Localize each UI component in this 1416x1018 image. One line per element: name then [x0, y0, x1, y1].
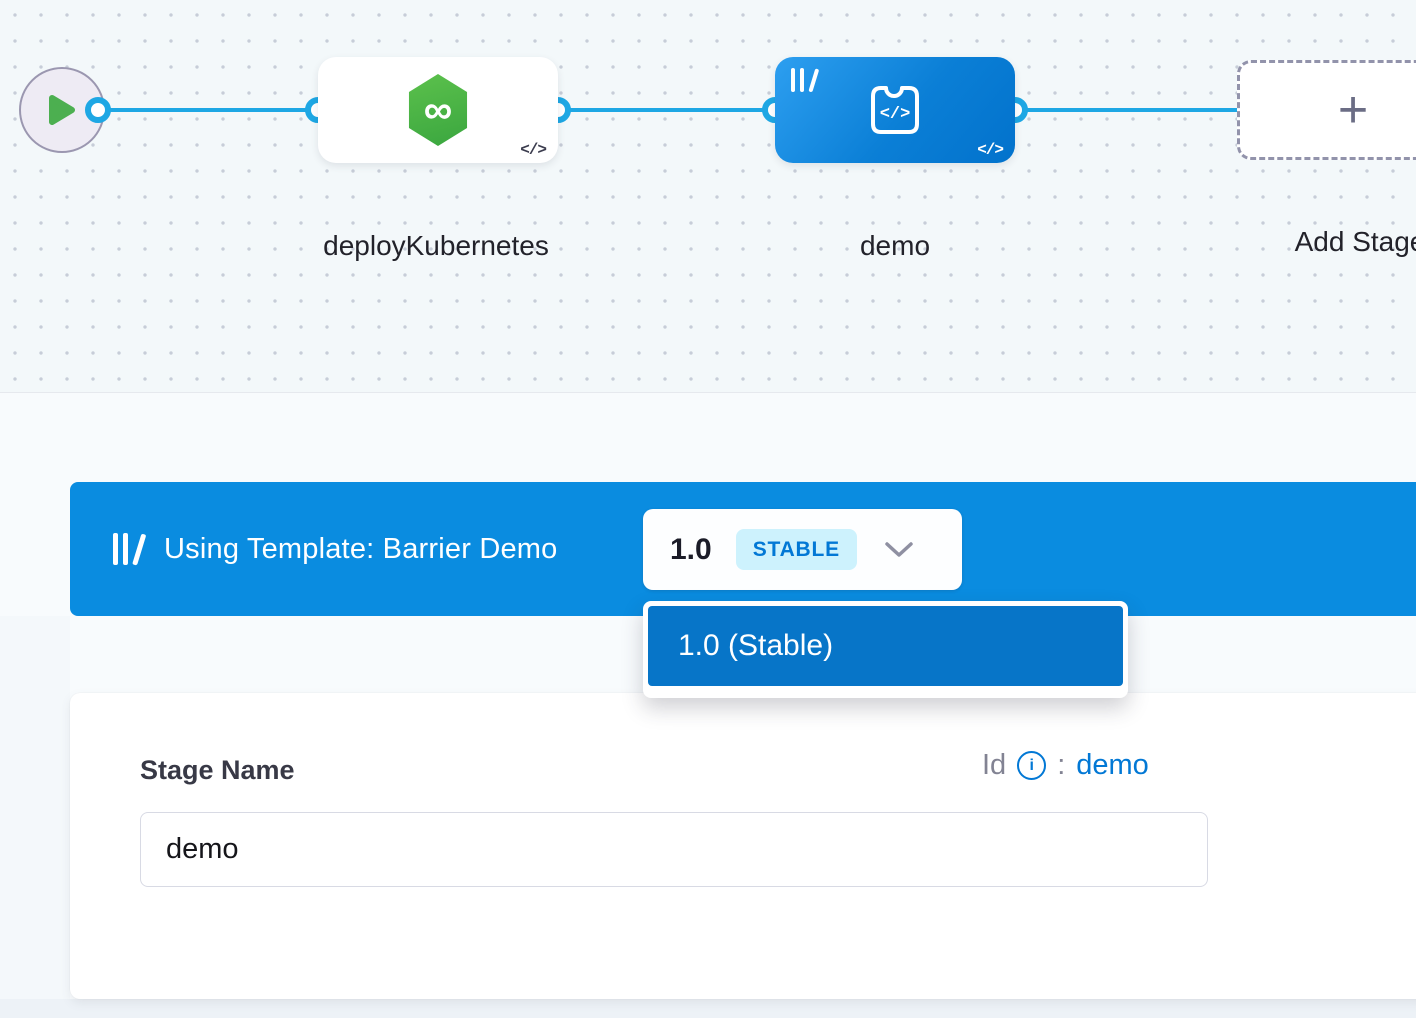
stage-id-value[interactable]: demo	[1076, 749, 1149, 781]
version-option-label: 1.0 (Stable)	[678, 629, 834, 662]
stage-name-input[interactable]	[140, 812, 1208, 887]
connector-line	[1015, 108, 1237, 112]
template-library-icon	[791, 68, 820, 93]
code-icon[interactable]: </>	[520, 141, 547, 159]
plus-icon: +	[1337, 81, 1369, 139]
id-label: Id	[982, 749, 1007, 781]
version-option-stable[interactable]: 1.0 (Stable)	[648, 606, 1123, 686]
stage-label-demo[interactable]: demo	[859, 230, 931, 261]
connector-line	[98, 108, 318, 112]
using-template-text: Using Template: Barrier Demo	[164, 532, 558, 565]
stable-badge: STABLE	[735, 529, 857, 570]
stage-name-label: Stage Name	[140, 755, 295, 785]
template-library-icon	[113, 533, 147, 566]
play-icon	[49, 95, 75, 125]
add-stage-button[interactable]: +	[1237, 60, 1416, 160]
connector-line	[558, 108, 775, 112]
chevron-down-icon	[883, 541, 915, 559]
stage-overview-panel: Stage Name Id i : demo	[70, 693, 1416, 999]
background	[0, 616, 70, 1018]
info-glyph: i	[1029, 756, 1034, 774]
version-number: 1.0	[670, 532, 712, 566]
background-strip	[0, 999, 1416, 1018]
connector-port[interactable]	[85, 97, 111, 123]
stage-node-demo[interactable]: </> </>	[775, 57, 1015, 163]
code-glyph: </>	[880, 105, 911, 124]
stage-node-deploykubernetes[interactable]: ∞ </>	[318, 57, 558, 163]
stage-id-row: Id i : demo	[982, 749, 1149, 782]
infinity-glyph: ∞	[423, 88, 453, 132]
template-version-selector[interactable]: 1.0 STABLE	[643, 509, 962, 590]
id-separator: :	[1057, 749, 1066, 781]
code-icon[interactable]: </>	[977, 141, 1004, 159]
deploy-stage-icon: ∞	[408, 74, 468, 146]
add-stage-label[interactable]: Add Stage	[1294, 226, 1416, 257]
info-icon[interactable]: i	[1017, 751, 1047, 780]
pipeline-canvas[interactable]: ∞ </> </> </> + deployKubernetes demo Ad…	[0, 0, 1416, 393]
stage-label-deploykubernetes[interactable]: deployKubernetes	[323, 230, 549, 261]
version-dropdown-menu: 1.0 (Stable)	[643, 601, 1128, 698]
custom-stage-icon: </>	[865, 80, 925, 140]
using-template-banner: Using Template: Barrier Demo 1.0 STABLE	[70, 482, 1416, 616]
